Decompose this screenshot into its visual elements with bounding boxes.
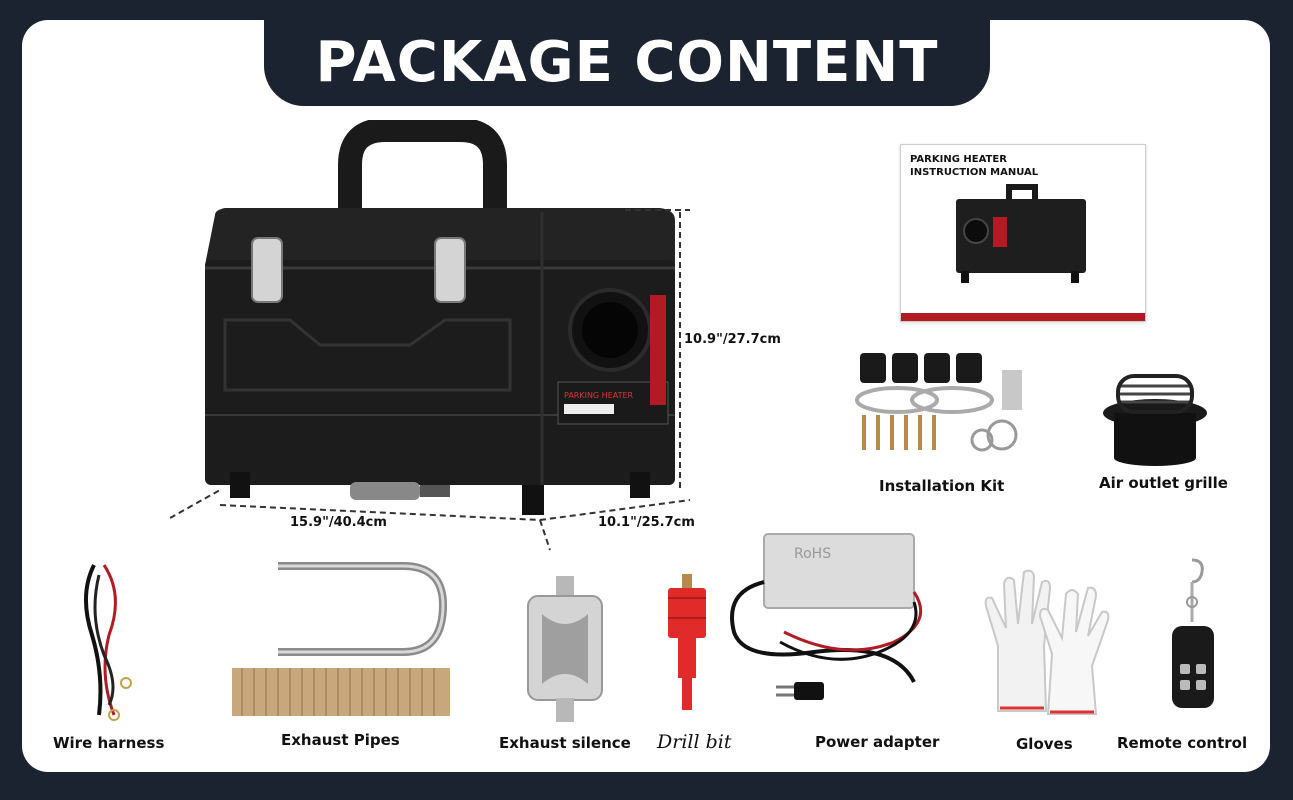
- power-adapter-image: RoHS: [730, 533, 923, 700]
- manual-title: PARKING HEATER INSTRUCTION MANUAL: [910, 154, 1039, 178]
- exhaust-silencer-image: [527, 576, 603, 722]
- remote-control-label: Remote control: [1117, 734, 1248, 752]
- drill-bit-label: Drill bit: [657, 731, 732, 753]
- depth-dimension: 10.1"/25.7cm: [598, 515, 695, 530]
- exhaust-silence-label: Exhaust silence: [499, 734, 631, 752]
- wire-harness-image: [83, 564, 132, 721]
- width-dimension: 15.9"/40.4cm: [290, 515, 387, 530]
- instruction-manual-image: PARKING HEATER INSTRUCTION MANUAL: [900, 144, 1146, 322]
- parking-heater-image: PARKING HEATER: [170, 120, 691, 551]
- gloves-label: Gloves: [1016, 735, 1073, 753]
- exhaust-pipes-image: [232, 562, 450, 716]
- air-outlet-grille-image: [1103, 374, 1207, 466]
- exhaust-pipes-label: Exhaust Pipes: [281, 731, 400, 749]
- air-outlet-grille-label: Air outlet grille: [1099, 474, 1228, 492]
- heater-label-text: PARKING HEATER: [564, 391, 634, 400]
- height-dimension: 10.9"/27.7cm: [684, 332, 781, 347]
- installation-kit-image: [855, 353, 1022, 452]
- manual-heater-thumbnail: [956, 184, 1086, 283]
- manual-accent-bar: [901, 313, 1145, 321]
- page-title: PACKAGE CONTENT: [315, 29, 939, 95]
- adapter-rohs-text: RoHS: [794, 546, 831, 562]
- title-banner: PACKAGE CONTENT: [264, 18, 990, 106]
- remote-control-image: [1172, 558, 1214, 708]
- installation-kit-label: Installation Kit: [879, 477, 1005, 495]
- gloves-image: [984, 569, 1110, 715]
- wire-harness-label: Wire harness: [53, 734, 165, 752]
- power-adapter-label: Power adapter: [815, 733, 940, 751]
- drill-bit-image: [668, 574, 706, 710]
